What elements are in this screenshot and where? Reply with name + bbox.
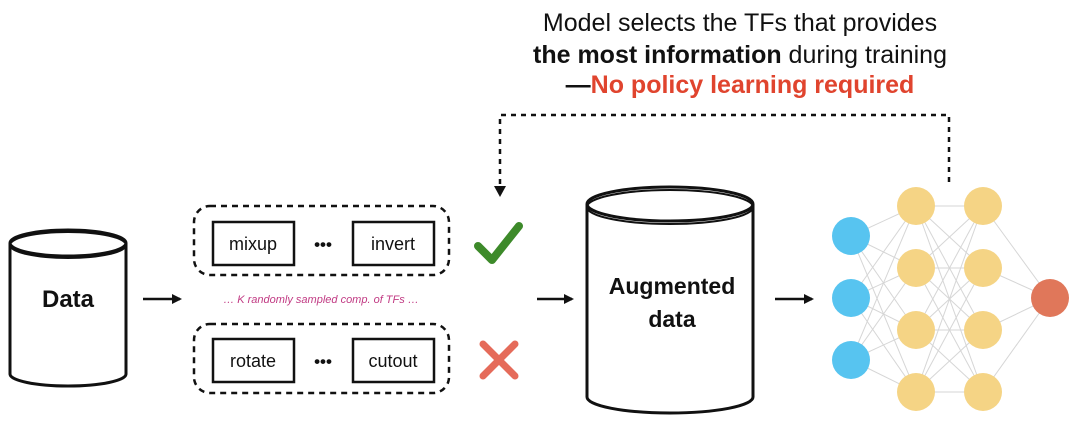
caption-highlight: the most information: [533, 41, 782, 69]
augmented-data-cylinder: Augmented data: [585, 185, 755, 415]
network-edge: [982, 297, 1051, 393]
hidden-neuron: [964, 249, 1002, 287]
network-edge: [915, 205, 984, 331]
augmented-label-line1: Augmented: [609, 273, 736, 299]
tf-label-cutout: cutout: [368, 351, 417, 371]
caption-line-2-rest: during training: [781, 41, 947, 69]
hidden-neuron: [897, 373, 935, 411]
caption-line-2: the most information during training: [440, 38, 1040, 72]
input-neuron: [832, 279, 870, 317]
tf-ellipsis-bottom: •••: [314, 352, 332, 371]
network-edge: [915, 267, 984, 393]
tf-label-invert: invert: [371, 234, 415, 254]
input-neuron: [832, 217, 870, 255]
tf-box-invert: [351, 220, 436, 267]
hidden-neuron: [897, 249, 935, 287]
hidden-neuron: [897, 187, 935, 225]
tf-ellipsis-top: •••: [314, 235, 332, 254]
checkmark-icon: [474, 222, 523, 264]
feedback-loop: [498, 113, 951, 186]
tf-group-top: mixup ••• invert: [192, 204, 451, 277]
caption-line-1: Model selects the TFs that provides: [542, 9, 938, 37]
tf-box-cutout: [351, 337, 436, 384]
network-edge: [850, 205, 917, 361]
network-edges: [850, 205, 1051, 393]
tf-group-bottom: rotate ••• cutout: [192, 322, 451, 395]
output-neuron: [1031, 279, 1069, 317]
tf-label-rotate: rotate: [230, 351, 276, 371]
tf-box-mixup: [211, 220, 296, 267]
tf-label-mixup: mixup: [229, 234, 277, 254]
cross-icon: [479, 340, 519, 380]
hidden-neuron: [964, 311, 1002, 349]
neural-network: [832, 187, 1069, 411]
caption-dash: —: [565, 71, 591, 99]
feedback-arrowhead: [494, 186, 506, 197]
hidden-neuron: [897, 311, 935, 349]
network-edge: [915, 205, 984, 393]
data-cylinder-label: Data: [42, 286, 95, 313]
caption-line-3: —No policy learning required: [440, 68, 1040, 102]
caption-emphasis: No policy learning required: [590, 71, 915, 99]
hidden-neuron: [964, 187, 1002, 225]
tf-box-rotate: [211, 337, 296, 384]
augmented-label-line2: data: [648, 306, 696, 332]
hidden-neuron: [964, 373, 1002, 411]
input-neuron: [832, 341, 870, 379]
data-cylinder: Data: [8, 228, 128, 388]
sampled-note: … K randomly sampled comp. of TFs …: [223, 294, 419, 306]
